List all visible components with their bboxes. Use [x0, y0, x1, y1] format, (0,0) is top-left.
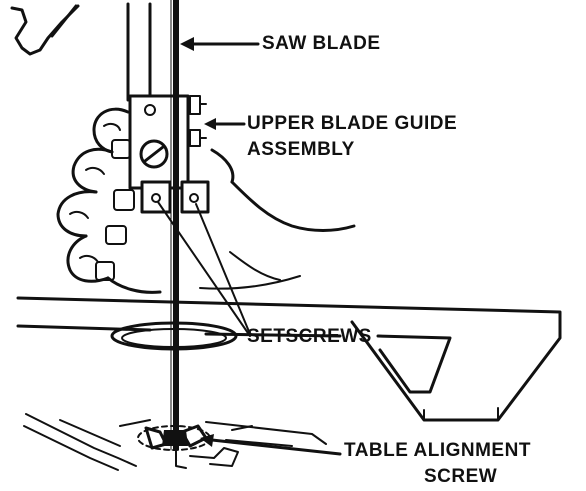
label-screw: SCREW [424, 466, 498, 487]
label-setscrews: SETSCREWS [247, 326, 372, 347]
saw-blade [170, 0, 179, 451]
upper-blade-guide-assembly [128, 94, 207, 190]
label-table-alignment: TABLE ALIGNMENT [344, 440, 531, 461]
label-saw-blade: SAW BLADE [262, 33, 381, 54]
label-upper-blade-guide: UPPER BLADE GUIDE [247, 113, 458, 134]
table-alignment-screw [137, 424, 239, 469]
setscrew-blocks [140, 180, 210, 214]
label-assembly: ASSEMBLY [247, 139, 355, 160]
fingertips [95, 139, 135, 281]
saw-table [16, 296, 562, 422]
leader-lines [157, 37, 342, 456]
hand [56, 107, 356, 294]
guide-post [126, 2, 152, 102]
saw-base [23, 413, 327, 471]
saw-frame-corner [10, 4, 80, 56]
